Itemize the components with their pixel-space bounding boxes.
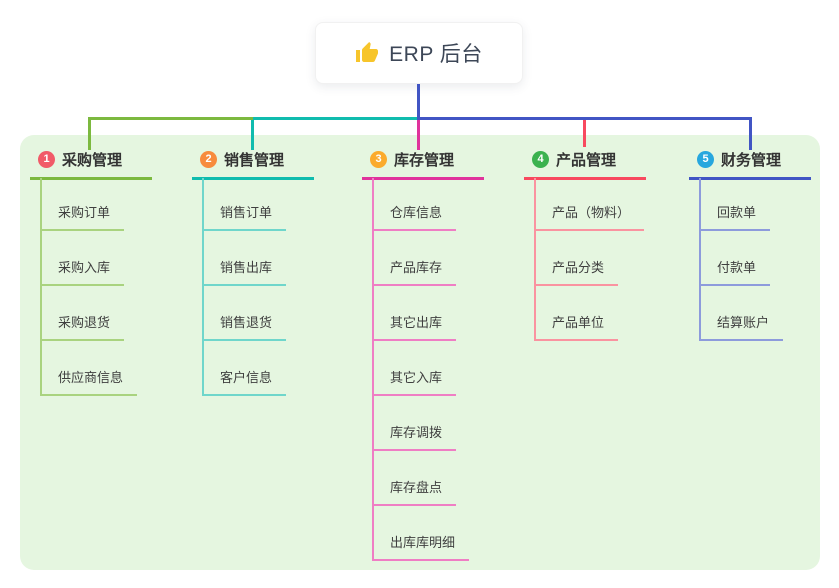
child-node-product-stock[interactable]: 产品库存 [372,259,457,286]
child-node-purchase-order[interactable]: 采购订单 [40,204,125,231]
root-node[interactable]: ERP 后台 [315,22,523,84]
badge-5-icon: 5 [697,150,714,168]
child-node-supplier-info[interactable]: 供应商信息 [40,369,138,396]
branch-node-finance[interactable]: 5 财务管理 [689,149,811,180]
bus-line-green [89,117,253,120]
child-node-purchase-inbound[interactable]: 采购入库 [40,259,125,286]
branch-connector-line [372,178,374,561]
child-node-purchase-return[interactable]: 采购退货 [40,314,125,341]
child-node-outbound-detail[interactable]: 出库库明细 [372,534,470,561]
branch-drop-line-3 [417,117,420,150]
branch-connector-line [202,178,204,396]
child-node-sales-outbound[interactable]: 销售出库 [202,259,287,286]
root-node-label: ERP 后台 [389,43,483,66]
branch-label-purchase: 采购管理 [62,151,123,169]
child-node-receipt-order[interactable]: 回款单 [699,204,771,231]
child-node-sales-return[interactable]: 销售退货 [202,314,287,341]
child-node-product-unit[interactable]: 产品单位 [534,314,619,341]
bus-line-blue [417,117,752,120]
branch-drop-line-2 [251,117,254,150]
branch-drop-line-4 [583,117,586,147]
thumbs-up-icon [356,42,379,62]
child-node-sales-order[interactable]: 销售订单 [202,204,287,231]
branch-connector-line [699,178,701,341]
child-node-customer-info[interactable]: 客户信息 [202,369,287,396]
root-connector-line [417,84,420,118]
branch-drop-line-5 [749,117,752,150]
branch-label-sales: 销售管理 [224,151,285,169]
child-node-product-category[interactable]: 产品分类 [534,259,619,286]
child-node-warehouse-info[interactable]: 仓库信息 [372,204,457,231]
child-node-payment-order[interactable]: 付款单 [699,259,771,286]
child-node-other-outbound[interactable]: 其它出库 [372,314,457,341]
child-node-stock-count[interactable]: 库存盘点 [372,479,457,506]
bus-line-teal [253,117,417,120]
child-node-product-material[interactable]: 产品（物料） [534,204,645,231]
badge-3-icon: 3 [370,150,387,168]
branch-node-purchase[interactable]: 1 采购管理 [30,149,152,180]
branch-node-product[interactable]: 4 产品管理 [524,149,646,180]
branch-connector-line [40,178,42,396]
badge-4-icon: 4 [532,150,549,168]
badge-1-icon: 1 [38,150,55,168]
branch-drop-line-1 [88,117,91,150]
badge-2-icon: 2 [200,150,217,168]
branch-label-inventory: 库存管理 [394,151,455,169]
child-node-settlement-account[interactable]: 结算账户 [699,314,784,341]
child-node-stock-transfer[interactable]: 库存调拨 [372,424,457,451]
branch-node-inventory[interactable]: 3 库存管理 [362,149,484,180]
branch-node-sales[interactable]: 2 销售管理 [192,149,314,180]
branch-connector-line [534,178,536,341]
child-node-other-inbound[interactable]: 其它入库 [372,369,457,396]
branch-label-finance: 财务管理 [721,151,782,169]
branches-panel [20,135,820,570]
branch-label-product: 产品管理 [556,151,617,169]
